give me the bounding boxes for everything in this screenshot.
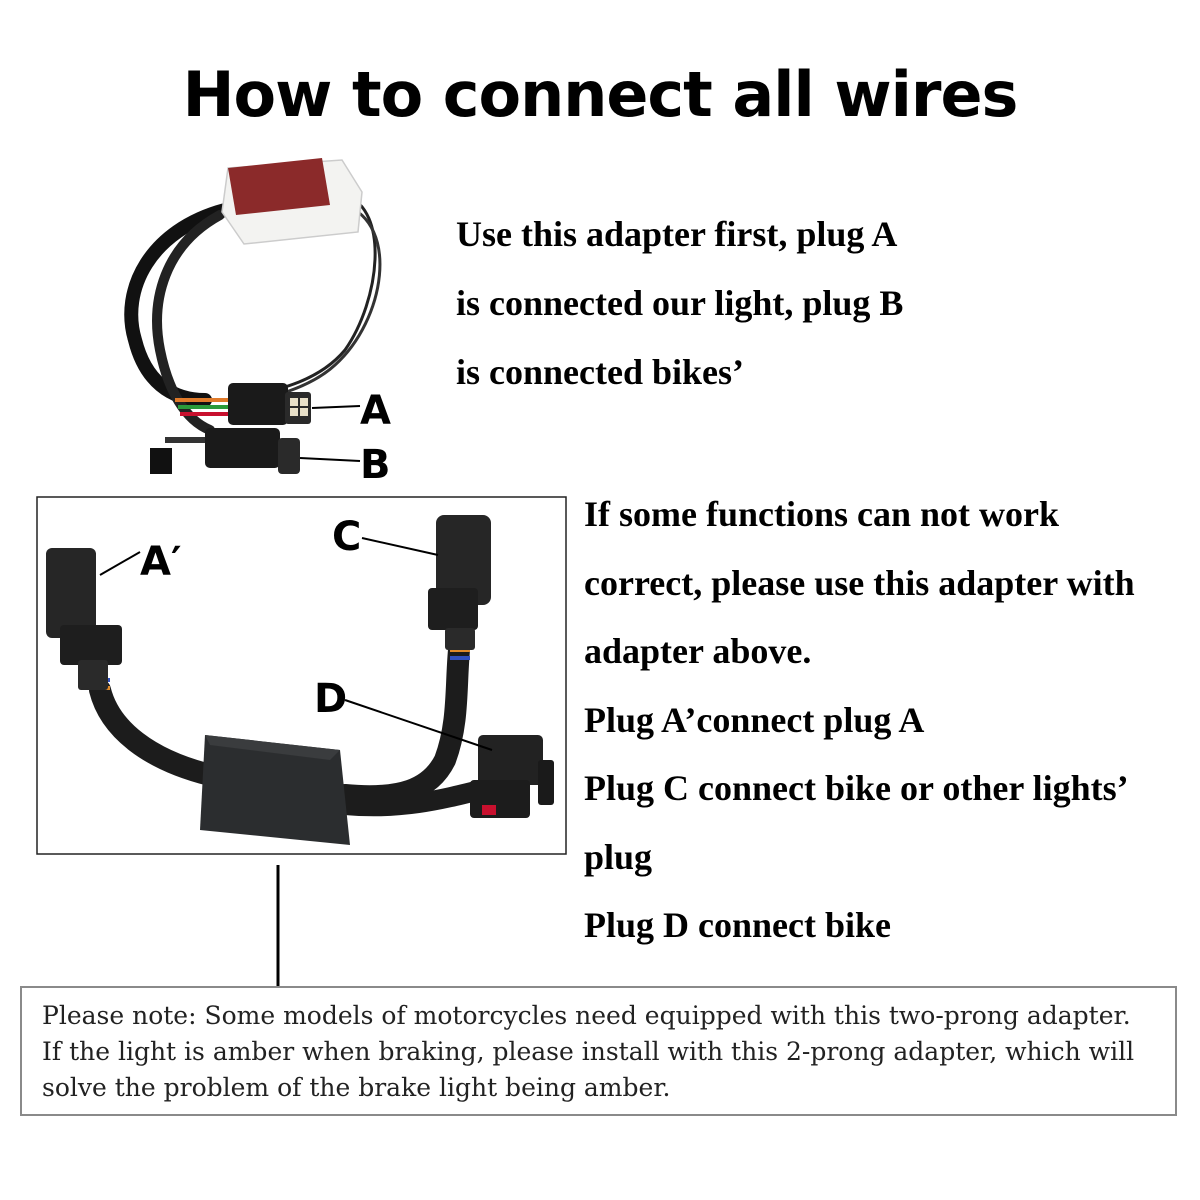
label-b: B [360, 442, 391, 488]
adapter-2-instructions: If some functions can not work correct, … [584, 480, 1194, 960]
label-c: C [332, 514, 361, 560]
instruction-line: Plug C connect bike or other lights’ [584, 768, 1129, 808]
plug-a [228, 383, 311, 425]
white-control-box [221, 158, 363, 245]
instruction-line: Plug D connect bike [584, 905, 892, 945]
plug-b [205, 428, 300, 474]
instruction-line: If some functions can not work [584, 494, 1060, 534]
plug-c [428, 515, 491, 650]
label-d: D [314, 676, 347, 722]
instruction-line: Use this adapter first, plug A [456, 214, 898, 254]
small-side-connector [150, 448, 172, 474]
black-module-box [200, 735, 350, 845]
instruction-line: is connected bikes’ [456, 352, 744, 392]
instruction-line: correct, please use this adapter with [584, 562, 1135, 603]
instruction-line: adapter above. [584, 631, 812, 671]
note-line: If the light is amber when braking, plea… [42, 1037, 1135, 1066]
note-box: Please note: Some models of motorcycles … [20, 986, 1177, 1116]
label-a-prime: A′ [140, 539, 182, 585]
instruction-line: plug [584, 836, 653, 877]
note-line: Please note: Some models of motorcycles … [42, 1001, 1131, 1030]
adapter-1-illustration: A B [124, 158, 391, 488]
plug-d [470, 735, 554, 818]
adapter-2-illustration: A′ C D [46, 514, 554, 845]
plug-a-prime [46, 548, 122, 690]
note-line: solve the problem of the brake light bei… [42, 1073, 671, 1102]
instruction-line: is connected our light, plug B [456, 283, 904, 323]
page-title: How to connect all wires [182, 58, 1019, 131]
instruction-line: Plug A’connect plug A [584, 699, 925, 740]
adapter-1-instructions: Use this adapter first, plug A is connec… [456, 200, 1176, 407]
label-a: A [360, 388, 391, 434]
